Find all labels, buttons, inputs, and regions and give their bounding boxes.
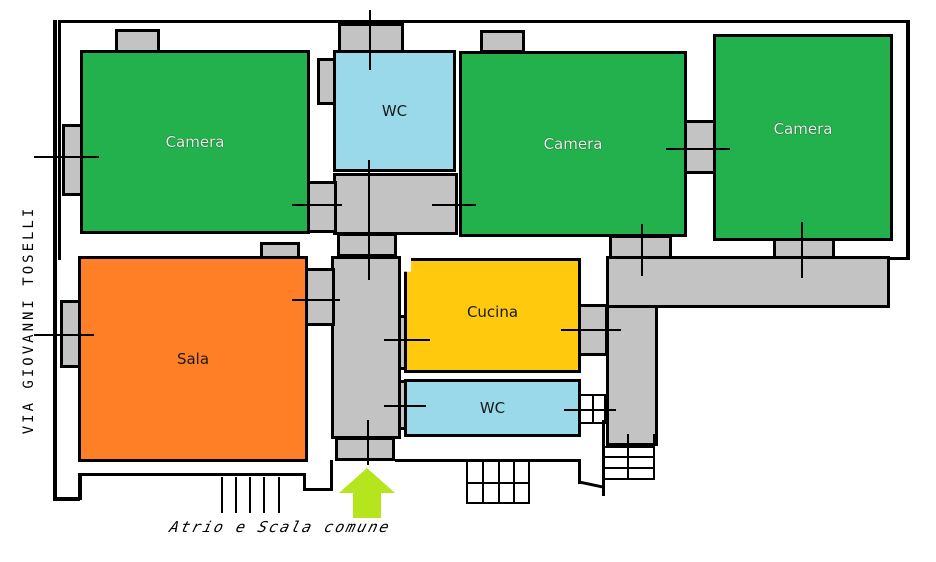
door-mark — [561, 329, 621, 331]
inner-wall-bottom-line — [78, 473, 304, 476]
door-mark — [368, 160, 370, 280]
room-wc-2[interactable]: WC — [404, 379, 581, 437]
inner-wall-bottom — [78, 473, 82, 500]
stair-step — [235, 477, 237, 513]
door-camera-3 — [773, 238, 835, 259]
wall-segment — [578, 459, 581, 484]
room-label: WC — [381, 102, 408, 120]
stair-step — [221, 477, 223, 513]
stair-step — [249, 477, 251, 513]
room-sala[interactable]: Sala — [78, 256, 308, 462]
outer-wall-right — [906, 20, 910, 260]
wall-segment — [395, 459, 580, 462]
room-label: Cucina — [466, 302, 519, 321]
door-camera-link — [683, 120, 716, 174]
door-mark — [564, 409, 616, 411]
door-mark — [292, 299, 340, 301]
entrance-arrow-icon — [339, 468, 395, 518]
door-mark — [801, 222, 803, 278]
room-label: Camera — [543, 135, 603, 153]
room-cucina[interactable]: Cucina — [404, 258, 581, 373]
street-label: VIA GIOVANNI TOSELLI — [21, 205, 37, 435]
room-label: Camera — [165, 133, 225, 151]
room-camera-1[interactable]: Camera — [80, 50, 310, 234]
wall-segment — [602, 420, 605, 496]
outer-wall-bottom-left — [53, 497, 80, 501]
window-niche — [480, 30, 525, 53]
room-wc-1[interactable]: WC — [333, 50, 456, 172]
wall-segment — [330, 460, 333, 491]
door-mark — [432, 204, 476, 206]
wall-segment — [303, 473, 306, 491]
door-mark — [367, 420, 369, 465]
door-mark — [666, 148, 730, 150]
stairs-right — [605, 434, 655, 480]
corridor-neck — [337, 233, 397, 257]
corridor-central — [331, 256, 401, 439]
entrance-caption: Atrio e Scala comune — [167, 518, 394, 536]
door-mark — [34, 334, 94, 336]
stair-step — [263, 477, 265, 513]
door-mark — [369, 10, 371, 70]
corridor-entry — [335, 437, 395, 461]
corridor-fill — [609, 259, 655, 305]
stairs-center — [466, 462, 530, 504]
stair-step — [278, 477, 280, 513]
room-camera-2[interactable]: Camera — [459, 51, 687, 237]
door-mark — [384, 405, 426, 407]
door-mark — [34, 156, 99, 158]
room-label: Sala — [176, 350, 210, 368]
room-label: Camera — [773, 119, 833, 138]
outer-wall-left — [53, 20, 57, 500]
window-niche — [338, 23, 404, 53]
wall-segment — [578, 480, 604, 489]
door-mark — [641, 224, 643, 276]
door-mark — [292, 204, 342, 206]
small-steps — [580, 394, 606, 424]
room-label: WC — [479, 399, 506, 417]
room-camera-3[interactable]: Camera — [713, 34, 893, 241]
door-mark — [384, 339, 430, 341]
wall-segment — [303, 488, 333, 491]
